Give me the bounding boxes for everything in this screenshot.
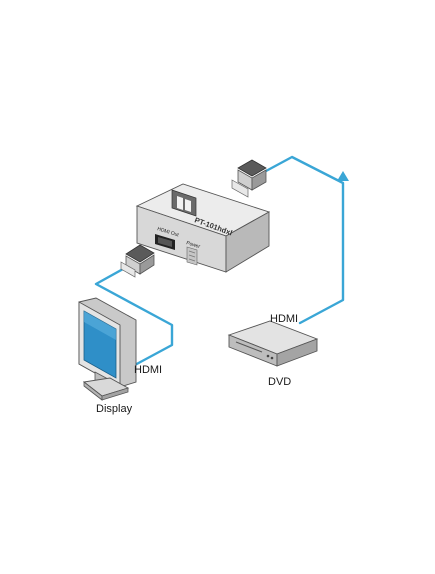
kramer-logo-icon xyxy=(171,189,197,217)
cable-dvd-to-device xyxy=(264,155,345,325)
hdmi-plug-input xyxy=(231,159,267,198)
power-label: Power xyxy=(185,240,201,250)
hdmi-label-dvd: HDMI xyxy=(270,313,299,325)
device-box xyxy=(135,183,271,273)
hdmi-plug-output xyxy=(120,244,155,278)
hdmi-label-display: HDMI xyxy=(134,364,163,376)
power-jack xyxy=(186,246,198,266)
arrowhead-icon xyxy=(337,171,349,181)
hdmi-out-port xyxy=(155,234,175,250)
display-label: Display xyxy=(96,403,133,415)
display-monitor xyxy=(78,297,137,401)
cable-device-to-display xyxy=(94,262,174,368)
dvd-player xyxy=(227,320,319,367)
dvd-label: DVD xyxy=(268,376,292,388)
